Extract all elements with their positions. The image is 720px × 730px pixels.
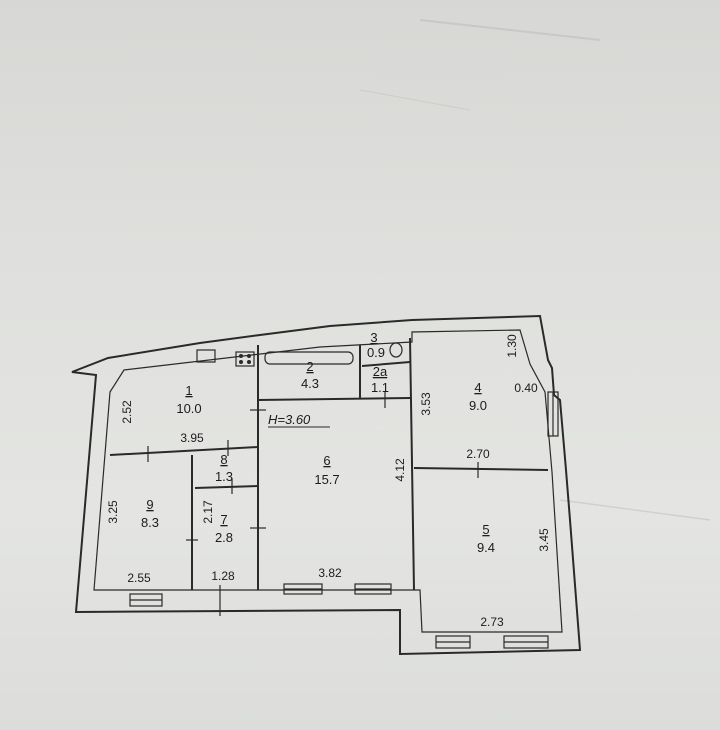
- room-5-label: 5 9.4: [477, 522, 495, 555]
- room-4-label: 4 9.0: [469, 380, 487, 413]
- room-number: 7: [220, 512, 227, 527]
- dimensions: 2.52 3.95 3.25 2.55 2.17 1.28 3.82 4.12 …: [106, 334, 551, 629]
- room-1-label: 1 10.0: [176, 383, 201, 416]
- dimension-label: 3.45: [537, 528, 551, 552]
- room-9-label: 9 8.3: [141, 497, 159, 530]
- room-area: 10.0: [176, 401, 201, 416]
- room-3-label: 3 0.9: [367, 330, 385, 360]
- room-area: 0.9: [367, 345, 385, 360]
- room-number: 3: [370, 330, 377, 345]
- dimension-label: 0.40: [514, 381, 538, 395]
- room-area: 9.0: [469, 398, 487, 413]
- room-area: 15.7: [314, 472, 339, 487]
- room-number: 5: [482, 522, 489, 537]
- room-7-label: 7 2.8: [215, 512, 233, 545]
- ceiling-height: H=3.60: [268, 412, 311, 427]
- room-area: 1.3: [215, 469, 233, 484]
- room-8-label: 8 1.3: [215, 452, 233, 484]
- room-area: 2.8: [215, 530, 233, 545]
- dimension-label: 1.28: [211, 569, 235, 583]
- dimension-label: 3.53: [419, 392, 433, 416]
- dimension-label: 2.17: [201, 500, 215, 524]
- room-number: 2: [306, 359, 313, 374]
- paper-texture: [359, 19, 711, 521]
- dimension-label: 3.25: [106, 500, 120, 524]
- dimension-label: 2.70: [466, 447, 490, 461]
- dimension-label: 4.12: [393, 458, 407, 482]
- walls: [71, 314, 582, 656]
- room-number: 4: [474, 380, 481, 395]
- room-area: 8.3: [141, 515, 159, 530]
- room-area: 1.1: [371, 380, 389, 395]
- room-number: 2a: [373, 364, 388, 379]
- room-number: 8: [220, 452, 227, 467]
- room-area: 4.3: [301, 376, 319, 391]
- room-2-label: 2 4.3: [301, 359, 319, 391]
- room-2a-label: 2a 1.1: [371, 364, 389, 395]
- room-number: 1: [185, 383, 192, 398]
- dimension-label: 3.82: [318, 566, 342, 580]
- dimension-label: 1.30: [505, 334, 519, 358]
- dimension-label: 3.95: [180, 431, 204, 445]
- room-6-label: 6 15.7: [314, 453, 339, 487]
- room-number: 6: [323, 453, 330, 468]
- dimension-label: 2.73: [480, 615, 504, 629]
- dimension-label: 2.55: [127, 571, 151, 585]
- room-number: 9: [146, 497, 153, 512]
- room-area: 9.4: [477, 540, 495, 555]
- dimension-label: 2.52: [120, 400, 134, 424]
